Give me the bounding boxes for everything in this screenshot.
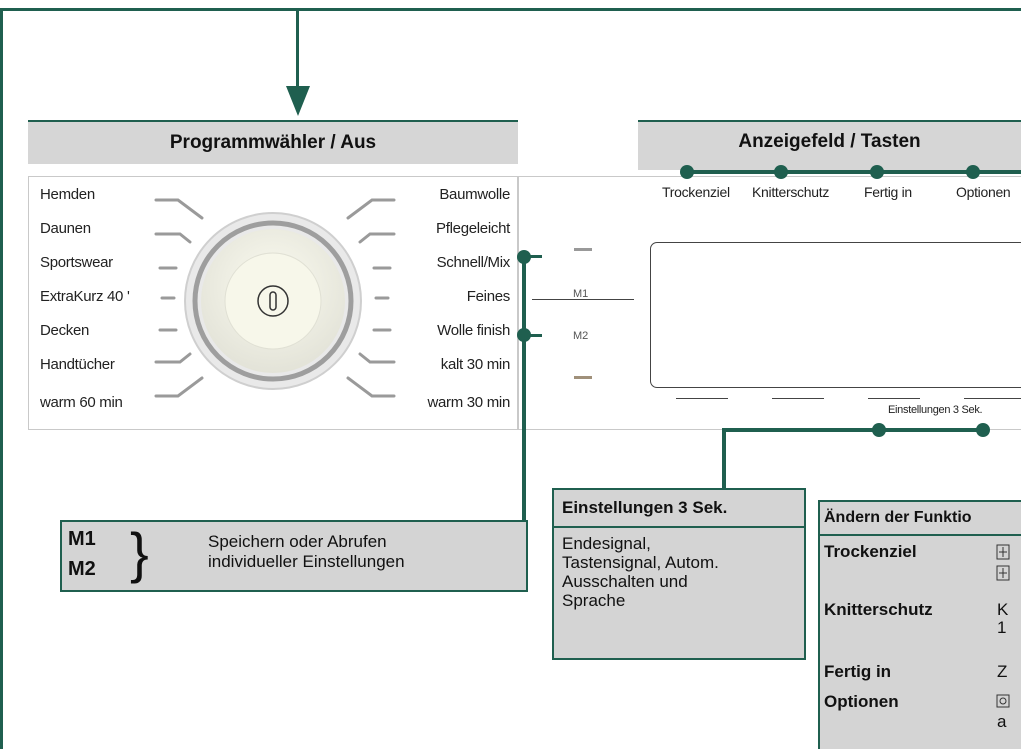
settings-line-2: Tastensignal, Autom.: [562, 553, 719, 572]
settings-callout: Einstellungen 3 Sek. Endesignal, Tastens…: [552, 488, 806, 660]
brace-icon: }: [130, 521, 149, 584]
program-feines[interactable]: Feines: [466, 288, 511, 305]
program-daunen[interactable]: Daunen: [40, 220, 91, 237]
button-fertig-in[interactable]: Fertig in: [864, 184, 912, 200]
program-warm-30[interactable]: warm 30 min: [427, 394, 510, 411]
button-optionen[interactable]: Optionen: [956, 184, 1011, 200]
memory-callout: M1 M2 } Speichern oder Abrufen individue…: [60, 520, 528, 592]
program-hemden[interactable]: Hemden: [40, 186, 95, 203]
functions-table: Ändern der Funktio Trockenziel Knittersc…: [818, 500, 1021, 749]
memory-label-m1: M1: [68, 528, 96, 550]
buttons-connector-line: [686, 170, 1021, 174]
button-underline-1: [676, 398, 728, 399]
settings-line-4: Sprache: [562, 591, 626, 610]
row-knitterschutz-value2: 1: [997, 618, 1007, 637]
arrow-line: [296, 8, 299, 88]
memory-button-m1[interactable]: M1: [573, 288, 589, 300]
settings-line-1: Endesignal,: [562, 534, 651, 553]
connector-dot-optionen: [966, 165, 980, 179]
program-sportswear[interactable]: Sportswear: [40, 254, 113, 271]
row-optionen-name: Optionen: [824, 692, 899, 711]
settings-connector-horizontal: [724, 428, 986, 432]
row-trockenziel-name: Trockenziel: [824, 542, 917, 561]
outer-frame: [0, 8, 1021, 749]
display-title: Anzeigefeld / Tasten: [738, 131, 921, 152]
row-fertig-in-name: Fertig in: [824, 662, 892, 681]
memory-text-line1: Speichern oder Abrufen: [208, 532, 387, 551]
options-icon: [996, 694, 1010, 708]
row-knitterschutz-value1: K: [997, 600, 1009, 619]
connector-dot-knitterschutz: [774, 165, 788, 179]
drying-level-icon: [996, 544, 1010, 581]
memory-text-line2: individueller Einstellungen: [208, 552, 405, 571]
functions-table-divider: [820, 534, 1021, 536]
program-kalt-30[interactable]: kalt 30 min: [440, 356, 511, 373]
memory-button-m2[interactable]: M2: [573, 330, 589, 342]
program-schnell-mix[interactable]: Schnell/Mix: [436, 254, 511, 271]
memory-button-top-dash[interactable]: [574, 248, 592, 251]
program-decken[interactable]: Decken: [40, 322, 90, 339]
row-knitterschutz-name: Knitterschutz: [824, 600, 933, 619]
program-extrakurz[interactable]: ExtraKurz 40 ': [40, 288, 130, 305]
memory-label-m2: M2: [68, 558, 96, 580]
settings-callout-title: Einstellungen 3 Sek.: [562, 498, 728, 517]
program-pflegeleicht[interactable]: Pflegeleicht: [436, 220, 510, 237]
settings-callout-divider: [554, 526, 804, 528]
display-header: Anzeigefeld / Tasten: [638, 120, 1021, 170]
button-knitterschutz[interactable]: Knitterschutz: [752, 184, 830, 200]
memory-dot-m1-stub: [524, 255, 542, 258]
row-fertig-in-value1: Z: [997, 662, 1008, 681]
button-underline-4: [964, 398, 1021, 399]
memory-connector-vertical: [522, 256, 526, 522]
button-underline-2: [772, 398, 824, 399]
button-underline-3: [868, 398, 920, 399]
selector-header: Programmwähler / Aus: [28, 120, 518, 164]
functions-table-header: Ändern der Funktio: [824, 509, 972, 526]
memory-button-bottom-dash[interactable]: [574, 376, 592, 379]
power-icon: [257, 285, 289, 317]
memory-dot-m2-stub: [524, 334, 542, 337]
dial-ticks: [154, 198, 396, 398]
program-handtuecher[interactable]: Handtücher: [40, 356, 115, 373]
lcd-screen: [650, 242, 1021, 388]
settings-line-3: Ausschalten und: [562, 572, 688, 591]
arrow-down-icon: [286, 86, 310, 116]
connector-dot-trockenziel: [680, 165, 694, 179]
feines-divider-line: [532, 299, 634, 300]
row-optionen-value2: a: [997, 712, 1007, 731]
connector-dot-fertig-in: [870, 165, 884, 179]
program-baumwolle[interactable]: Baumwolle: [439, 186, 510, 203]
selector-title: Programmwähler / Aus: [169, 132, 377, 153]
settings-dot-2: [976, 423, 990, 437]
button-trockenziel[interactable]: Trockenziel: [662, 184, 730, 200]
program-dial-knob[interactable]: [178, 206, 368, 396]
settings-connector-vertical: [722, 428, 726, 490]
program-wolle-finish[interactable]: Wolle finish: [437, 322, 510, 339]
settings-dot-1: [872, 423, 886, 437]
program-warm-60[interactable]: warm 60 min: [40, 394, 123, 411]
settings-hint-label: Einstellungen 3 Sek.: [888, 404, 983, 416]
